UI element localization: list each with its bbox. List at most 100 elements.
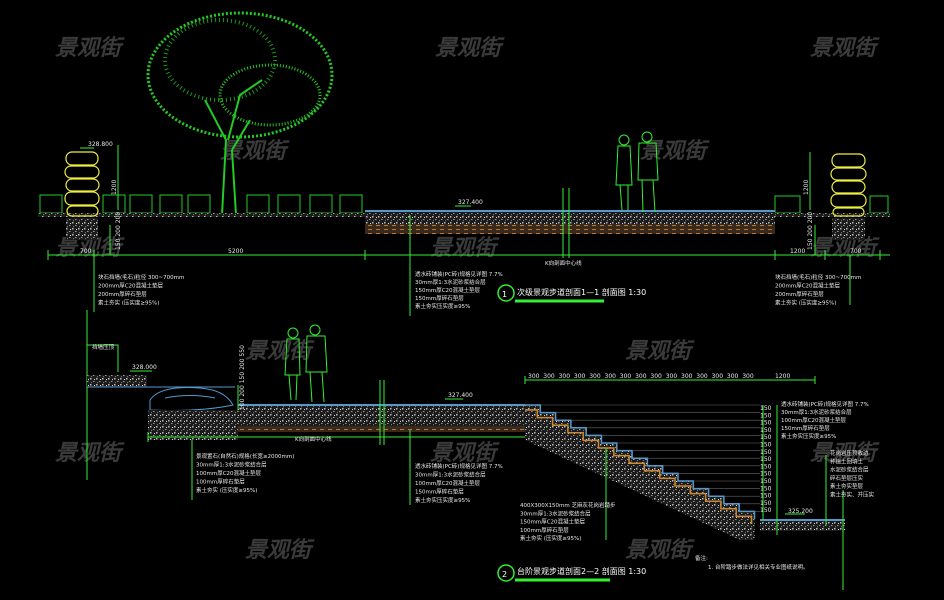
- watermark-text: 景观街: [55, 441, 125, 466]
- watermark-text: 景观街: [430, 236, 500, 261]
- material-note: 200mm厚C20混凝土垫层: [98, 282, 164, 290]
- tree-icon: [146, 11, 334, 216]
- section-title: 次级景观步道剖面1—1 剖面图 1:30: [517, 287, 646, 297]
- depth-dim: 150 200 200: [807, 212, 814, 250]
- material-note: 100mm厚C20混凝土垫层: [415, 479, 481, 487]
- dimension-label: 1200: [790, 248, 805, 255]
- material-note: 200mm厚C20混凝土垫层: [775, 282, 841, 290]
- material-note: 150mm厚碎石垫层: [415, 294, 464, 302]
- material-note: 透水砖铺装(PC砖)规格见详图 7.7%: [415, 270, 503, 278]
- riser-dimension: 150: [760, 434, 772, 441]
- material-note: 种植土回填土: [830, 457, 864, 465]
- elevation-label: 328.800: [88, 141, 113, 148]
- paving-section-1: [365, 210, 775, 234]
- material-note: 30mm厚1:3水泥砂浆结合层: [196, 461, 267, 469]
- riser-dimension: 150: [760, 493, 772, 500]
- riser-dimension: 150: [760, 449, 772, 456]
- material-note: 150mm厚碎石垫层: [781, 424, 830, 432]
- material-note: 素土夯实 (压实度≥95%): [520, 534, 581, 542]
- riser-dimension: 150: [760, 420, 772, 427]
- step-dimension: 300: [605, 373, 617, 380]
- riser-dimension: 150: [760, 507, 772, 514]
- paving-section-2: [238, 404, 525, 432]
- material-note: 100mm厚碎石垫层: [520, 526, 569, 534]
- material-note: 碎石垫层压实: [830, 474, 864, 482]
- riser-dimension: 150: [760, 405, 772, 412]
- watermark-text: 景观街: [810, 36, 880, 61]
- center-line-label: K向剖面中心线: [545, 259, 582, 267]
- riser-dimension: 150: [760, 442, 772, 449]
- material-note: 150mm厚C20混凝土垫层: [415, 286, 481, 294]
- watermark-text: 景观街: [55, 36, 125, 61]
- material-note: 素土夯实压实度≥95%: [415, 302, 470, 310]
- material-note: 素土夯实 (压实度≥95%): [775, 299, 836, 307]
- step-dimension: 300: [635, 373, 647, 380]
- riser-dimension: 150: [760, 500, 772, 507]
- note-text: 1. 台阶踏步做法详见相关专业图纸说明。: [708, 563, 809, 571]
- ground-right: [775, 213, 890, 217]
- material-note: 400X300X150mm 芝麻灰花岗岩踏步: [520, 501, 616, 509]
- height-dim: 1200: [111, 180, 118, 195]
- riser-dimension: 150: [760, 412, 772, 419]
- center-line-label: K向剖面中心线: [295, 435, 332, 443]
- watermark-text: 景观街: [55, 236, 125, 261]
- material-note: 200mm厚碎石垫层: [98, 290, 147, 298]
- step-dimension: 300: [543, 373, 555, 380]
- material-note: 150mm厚碎石垫层: [415, 488, 464, 496]
- section-number: 2: [502, 570, 507, 579]
- material-note: 块石挡墙(毛石)粒径 300~700mm: [775, 273, 861, 281]
- dimension-label: 700: [850, 248, 862, 255]
- upper-platform: [87, 375, 147, 387]
- material-note: 素土夯实压实度≥95%: [415, 496, 470, 504]
- depth-dim: 150 200 200: [115, 212, 122, 250]
- elevation-label: 327.400: [448, 392, 473, 399]
- watermark-text: 景观街: [435, 36, 505, 61]
- material-note: 块石挡墙(毛石)粒径 300~700mm: [98, 273, 184, 281]
- watermark-text: 景观街: [430, 441, 500, 466]
- riser-dimension: 150: [760, 427, 772, 434]
- watermark-text: 景观街: [625, 339, 695, 364]
- riser-dimension: 150: [760, 471, 772, 478]
- step-dimension: 300: [589, 373, 601, 380]
- material-note: 透水砖铺装(PC砖)规格见详图 7.7%: [415, 462, 503, 470]
- riser-dimension: 150: [760, 463, 772, 470]
- step-dimension: 300: [696, 373, 708, 380]
- material-note: 30mm厚1:3水泥砂浆结合层: [520, 509, 591, 517]
- step-dimension: 300: [528, 373, 540, 380]
- watermark-text: 景观街: [810, 441, 880, 466]
- material-note: 100mm厚C20混凝土垫层: [781, 416, 847, 424]
- material-note: 30mm厚1:3水泥砂浆结合层: [415, 471, 486, 479]
- height-dim: 100 200 150 200 550: [239, 345, 246, 410]
- step-dimension: 300: [712, 373, 724, 380]
- step-dimension: 300: [727, 373, 739, 380]
- material-note: 素土夯实 (压实度≥95%): [98, 299, 159, 307]
- watermark-text: 景观街: [245, 538, 315, 563]
- material-note: 100mm厚C20混凝土垫层: [196, 469, 262, 477]
- watermark-text: 景观街: [625, 538, 695, 563]
- rock-wall-right: [830, 153, 867, 240]
- material-note: 景观置石(自然石)规格(长宽≥2000mm): [196, 452, 294, 460]
- riser-dimension: 150: [760, 478, 772, 485]
- watermark-text: 景观街: [810, 236, 880, 261]
- material-note: 200mm厚碎石垫层: [775, 290, 824, 298]
- rock-wall-left: [64, 151, 100, 240]
- material-note: 素土夯实 (压实度≥95%): [196, 486, 257, 494]
- material-note: 水泥砂浆结合层: [830, 466, 869, 474]
- riser-dimension: 150: [760, 456, 772, 463]
- dimension-label: 700: [80, 248, 92, 255]
- elevation-label: 327.400: [458, 199, 483, 206]
- section-2: [86, 310, 845, 590]
- material-note: 100mm厚碎石垫层: [196, 478, 245, 486]
- material-note: 花岗岩压顶收边: [830, 449, 869, 457]
- material-note: 30mm厚1:3水泥砂浆结合层: [415, 278, 486, 286]
- step-dimension: 300: [650, 373, 662, 380]
- elevation-label: 325.200: [788, 508, 813, 515]
- height-dim: 1200: [803, 180, 810, 195]
- watermark-text: 景观街: [220, 139, 290, 164]
- landscape-rock: [149, 387, 234, 411]
- wall-label: 挡墙压顶: [92, 343, 115, 351]
- watermarks: 景观街景观街景观街景观街景观街景观街景观街景观街景观街景观街景观街景观街景观街景…: [55, 36, 880, 563]
- step-dimension: 300: [620, 373, 632, 380]
